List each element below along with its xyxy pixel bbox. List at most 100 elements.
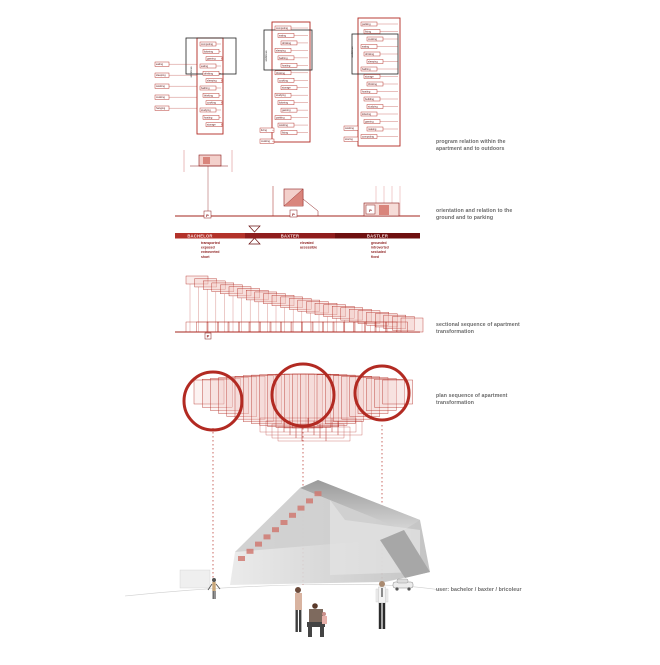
caption-program-line-1: program relation within the <box>436 139 506 145</box>
program-box-label: thinking <box>204 93 213 97</box>
type-attribute: grounded <box>371 241 387 245</box>
building-window <box>306 498 313 504</box>
section-ground-unit <box>206 321 230 333</box>
building-window <box>314 491 322 497</box>
program-box-label: building <box>365 97 374 101</box>
program-outdoor-label: working <box>345 126 354 130</box>
caption-orientation-line-1: orientation and relation to the <box>436 208 513 214</box>
building-window <box>238 556 245 561</box>
section-ground-unit <box>227 321 251 333</box>
building-window <box>297 505 305 511</box>
type-band-segment <box>245 233 335 239</box>
section-unit <box>400 317 424 333</box>
program-box-label: gaming <box>365 120 374 124</box>
caption-plan-line-2: transformation <box>436 400 475 406</box>
plan-lower-unit <box>331 417 357 433</box>
caption-program: program relation within the apartment an… <box>436 139 586 153</box>
car-icon <box>392 578 414 591</box>
section-ground-unit <box>280 321 303 333</box>
bastler-unit <box>363 186 401 217</box>
section-unit <box>254 291 278 303</box>
caption-sectional-line-1: sectional sequence of apartment <box>436 322 520 328</box>
section-ground-unit <box>259 321 282 333</box>
section-unit <box>211 282 235 292</box>
program-outdoor-label: hanging <box>156 106 166 110</box>
type-band-label: BACHELOR <box>187 233 212 238</box>
section-unit <box>228 286 252 297</box>
program-box-label: sleeping <box>207 79 217 83</box>
program-box-label: cooking <box>207 101 216 105</box>
program-outdoor-label: working <box>156 84 165 88</box>
section-ground-unit <box>269 321 293 333</box>
type-band-label: BASTLER <box>367 233 388 238</box>
person-figure-baxter <box>295 587 327 637</box>
section-sequence: P <box>175 275 424 340</box>
caption-user-line-1: user: bachelor / baxter / bricoleur <box>436 587 522 593</box>
section-ground-unit <box>385 321 408 333</box>
program-box-label: bathing <box>201 86 210 90</box>
program-box-label: bathing <box>279 56 288 60</box>
program-box-label: cooking <box>368 37 377 41</box>
plan-unit <box>374 378 405 408</box>
program-box-label: computing <box>362 135 375 139</box>
section-ground-unit <box>185 321 209 333</box>
program-box-label: parking <box>362 22 371 26</box>
program-side-label: ambitious <box>189 66 193 78</box>
section-ground-unit <box>238 321 261 333</box>
section-unit <box>263 293 286 304</box>
section-unit <box>202 280 226 290</box>
program-outdoor-label: cooking <box>156 95 165 99</box>
program-box-label: gaming <box>207 57 216 61</box>
section-parking-marker: P <box>207 334 210 339</box>
program-outdoor-label: eating <box>156 62 164 66</box>
program-box-label: studying <box>201 108 211 112</box>
building-window <box>289 512 296 518</box>
program-box-label: computing <box>276 26 289 30</box>
program-box-label: hosting <box>362 90 371 94</box>
plan-unit <box>292 373 323 429</box>
focus-circle-3 <box>353 364 411 422</box>
focus-circle-2 <box>270 362 336 428</box>
program-frame <box>357 17 401 147</box>
program-box-label: eating <box>201 64 209 68</box>
caption-program-line-2: apartment and to outdoors <box>436 146 505 152</box>
section-parking-box <box>204 332 212 340</box>
building-window <box>272 527 279 533</box>
program-side-label: ambitious <box>264 50 268 62</box>
plan-lower-unit <box>337 420 363 436</box>
program-outdoor-label: storing <box>345 137 353 141</box>
section-ground-unit <box>290 321 314 333</box>
program-box-label: eating <box>279 33 287 37</box>
section-ground-unit <box>217 321 240 333</box>
caption-plan-line-1: plan sequence of apartment <box>436 393 508 399</box>
building-window <box>255 541 262 547</box>
program-diagram-3: parkingfixingcookingeatingdrinkingsleepi… <box>343 17 401 147</box>
program-diagram-2: computingeatingdrinkingsleepingbathingho… <box>259 21 313 144</box>
bachelor-unit <box>183 150 233 219</box>
pointer-up <box>248 237 261 245</box>
plan-unit <box>300 373 331 428</box>
plan-sequence <box>182 362 413 442</box>
section-unit <box>289 298 312 310</box>
section-unit <box>220 284 243 295</box>
section-unit <box>271 295 295 306</box>
section-unit <box>323 304 346 317</box>
program-side-label: ambitious <box>350 46 354 58</box>
type-attribute: transported <box>201 241 220 245</box>
caption-sectional: sectional sequence of apartment transfor… <box>436 322 586 336</box>
section-unit <box>357 310 381 324</box>
section-unit <box>332 306 355 319</box>
section-unit <box>392 316 415 331</box>
program-box-label: hosting <box>282 63 291 67</box>
parking-marker-3: P <box>369 208 372 213</box>
program-box-label: loitering <box>362 112 372 116</box>
program-box-label: parking <box>276 116 285 120</box>
program-box-label: loitering <box>204 49 214 53</box>
plan-unit <box>366 378 397 411</box>
building-rendering <box>124 480 441 637</box>
section-unit <box>280 296 303 308</box>
caption-plan: plan sequence of apartment transformatio… <box>436 393 586 407</box>
person-figure-bachelor <box>207 578 221 599</box>
